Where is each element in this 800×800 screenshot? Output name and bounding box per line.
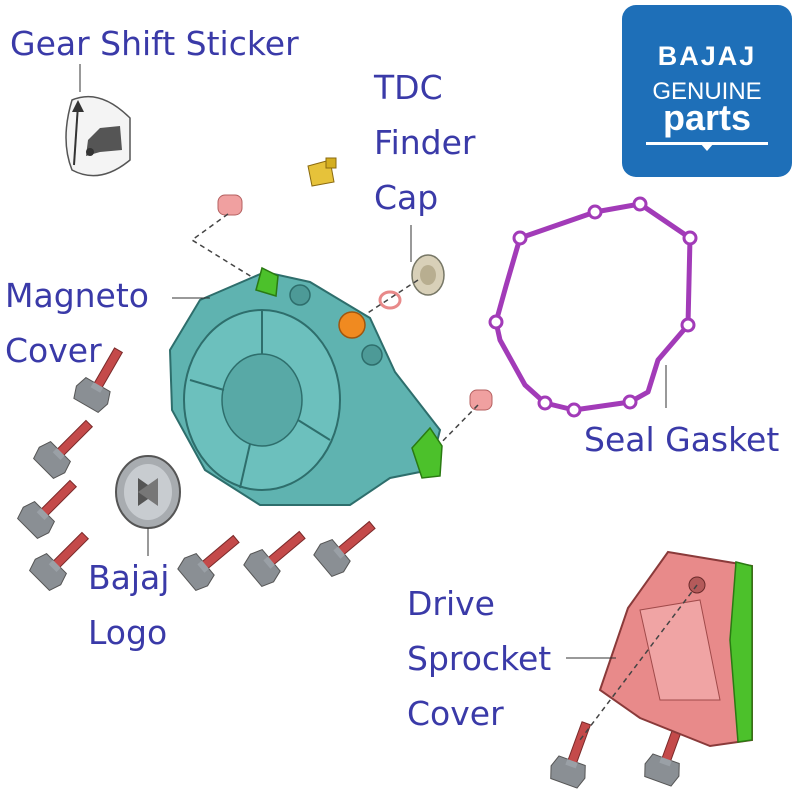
bajaj-logo-badge bbox=[116, 456, 180, 528]
label-gear-shift-sticker: Gear Shift Sticker bbox=[10, 16, 299, 71]
bolt bbox=[31, 411, 102, 482]
label-tdc-finder-cap: TDC Finder Cap bbox=[374, 60, 475, 225]
magneto-cover-part bbox=[170, 268, 442, 505]
label-magneto-cover: Magneto Cover bbox=[5, 268, 149, 378]
label-drive-sprocket-cover: Drive Sprocket Cover bbox=[407, 576, 551, 741]
tdc-cap-washer bbox=[412, 255, 444, 295]
bajaj-genuine-parts-logo: BAJAJ GENUINE parts bbox=[622, 5, 792, 177]
brand-line-3: parts bbox=[622, 97, 792, 139]
dowel-pin-right bbox=[470, 390, 492, 410]
tdc-finder-cap-part bbox=[308, 158, 336, 186]
gasket-bolt-holes bbox=[490, 198, 696, 416]
bolt bbox=[15, 471, 86, 542]
gear-shift-sticker bbox=[66, 97, 130, 176]
bolt bbox=[241, 521, 313, 590]
bolt bbox=[175, 525, 247, 594]
dashed-assembly-line bbox=[360, 280, 418, 318]
label-seal-gasket: Seal Gasket bbox=[584, 412, 779, 467]
drive-sprocket-cover-part bbox=[600, 552, 752, 746]
brand-line-1: BAJAJ bbox=[622, 41, 792, 72]
o-ring bbox=[380, 292, 400, 308]
brand-arrow-icon bbox=[700, 143, 714, 151]
dowel-pin-top bbox=[218, 195, 242, 215]
label-bajaj-logo: Bajaj Logo bbox=[88, 550, 169, 660]
dashed-assembly-line bbox=[192, 214, 260, 282]
bolt bbox=[311, 511, 383, 580]
bolt bbox=[547, 717, 603, 789]
